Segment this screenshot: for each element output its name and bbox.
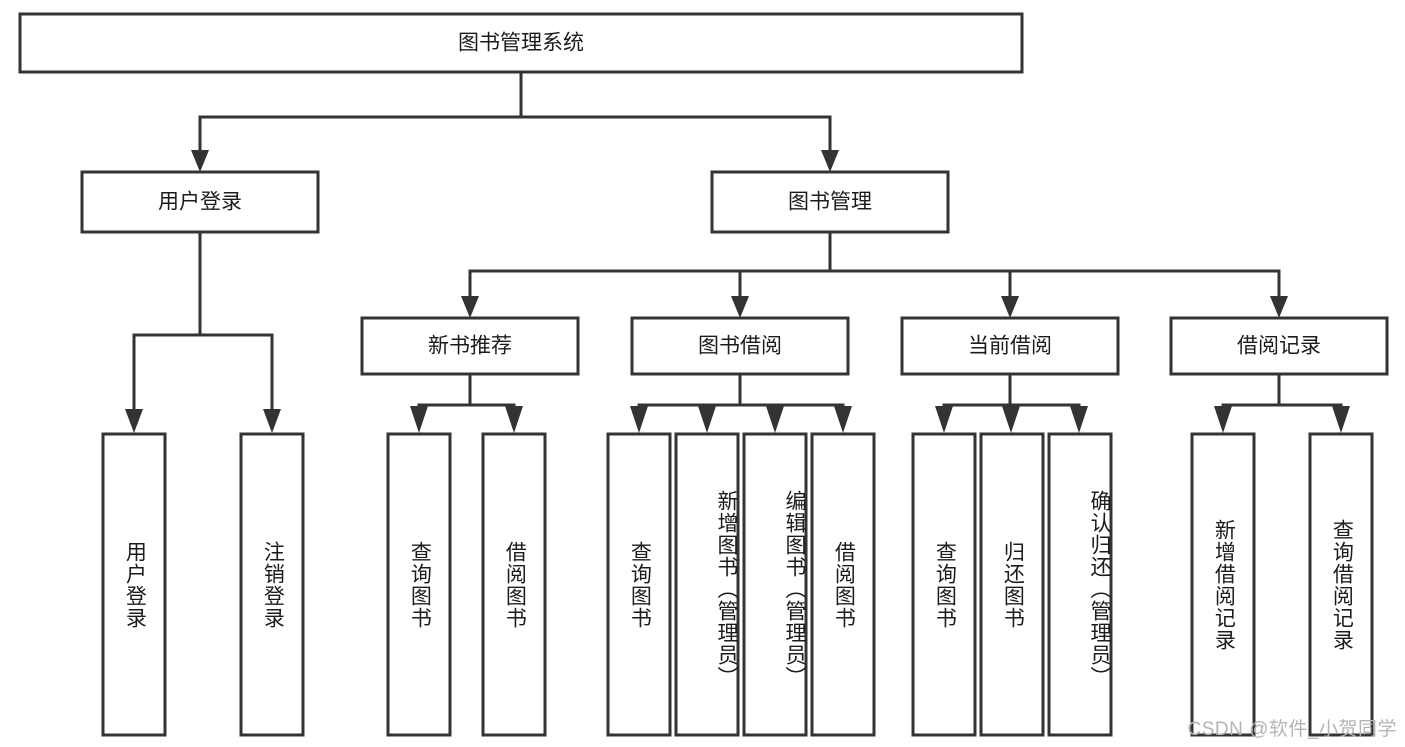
node-borrow-record[interactable] [1169, 316, 1389, 376]
arrowhead-book-borrow [731, 296, 749, 318]
connectors [125, 70, 1350, 433]
node-root[interactable] [18, 12, 1024, 74]
arrowhead-borrow-edit [766, 406, 784, 433]
arrowhead-borrow-query [630, 406, 648, 433]
arrowhead-record-query [1332, 406, 1350, 433]
leaf-borrow-lend-book[interactable] [810, 432, 876, 737]
leaf-borrow-add-book-admin[interactable] [674, 432, 740, 737]
arrowhead-borrow-add [698, 406, 716, 433]
arrowhead-record-add [1214, 406, 1232, 433]
arrowhead-current-query [935, 406, 953, 433]
node-user-login-label: 用户登录 [158, 191, 242, 214]
node-boxes: 图书管理系统 用户登录 图书管理 新书推荐 图书借阅 当前借阅 借阅记录 [18, 12, 1389, 737]
arrowhead-borrow-record [1270, 296, 1288, 318]
csdn-watermark: CSDN @软件_小贺同学 [1187, 719, 1397, 740]
arrowhead-current-return [1002, 406, 1020, 433]
node-root-label: 图书管理系统 [458, 32, 584, 55]
leaf-newbook-borrow-book[interactable] [481, 432, 547, 737]
arrowhead-leaf-logout [263, 409, 281, 433]
node-current-borrow[interactable] [900, 316, 1120, 376]
node-new-book-recommend[interactable] [360, 316, 580, 376]
node-user-login[interactable] [80, 170, 320, 234]
node-current-borrow-label: 当前借阅 [968, 335, 1052, 358]
leaf-logout[interactable] [239, 432, 305, 737]
leaf-current-query-book[interactable] [911, 432, 977, 737]
arrowhead-user-login [191, 150, 209, 172]
leaf-borrow-edit-book-admin[interactable] [742, 432, 808, 737]
node-book-borrow-label: 图书借阅 [698, 335, 782, 358]
node-new-book-recommend-label: 新书推荐 [428, 335, 512, 358]
leaf-current-return-book[interactable] [979, 432, 1045, 737]
leaf-newbook-query-book[interactable] [386, 432, 452, 737]
node-book-borrow[interactable] [630, 316, 850, 376]
node-book-management-label: 图书管理 [788, 191, 872, 214]
node-borrow-record-label: 借阅记录 [1237, 335, 1321, 358]
leaf-record-query[interactable] [1308, 432, 1374, 737]
arrowhead-current-confirm [1070, 406, 1088, 433]
arrowhead-leaf-user-login [125, 409, 143, 433]
arrowhead-newbook-borrow [505, 406, 523, 433]
arrowhead-book-mgmt [821, 150, 839, 172]
leaf-user-login[interactable] [101, 432, 167, 737]
leaf-borrow-query-book[interactable] [606, 432, 672, 737]
arrowhead-borrow-lend [834, 406, 852, 433]
leaf-record-add[interactable] [1190, 432, 1256, 737]
arrowhead-new-book-rec [461, 296, 479, 318]
arrowhead-current-borrow [1001, 296, 1019, 318]
node-book-management[interactable] [710, 170, 950, 234]
arrowhead-newbook-query [410, 406, 428, 433]
leaf-current-confirm-return-admin[interactable] [1047, 432, 1113, 737]
